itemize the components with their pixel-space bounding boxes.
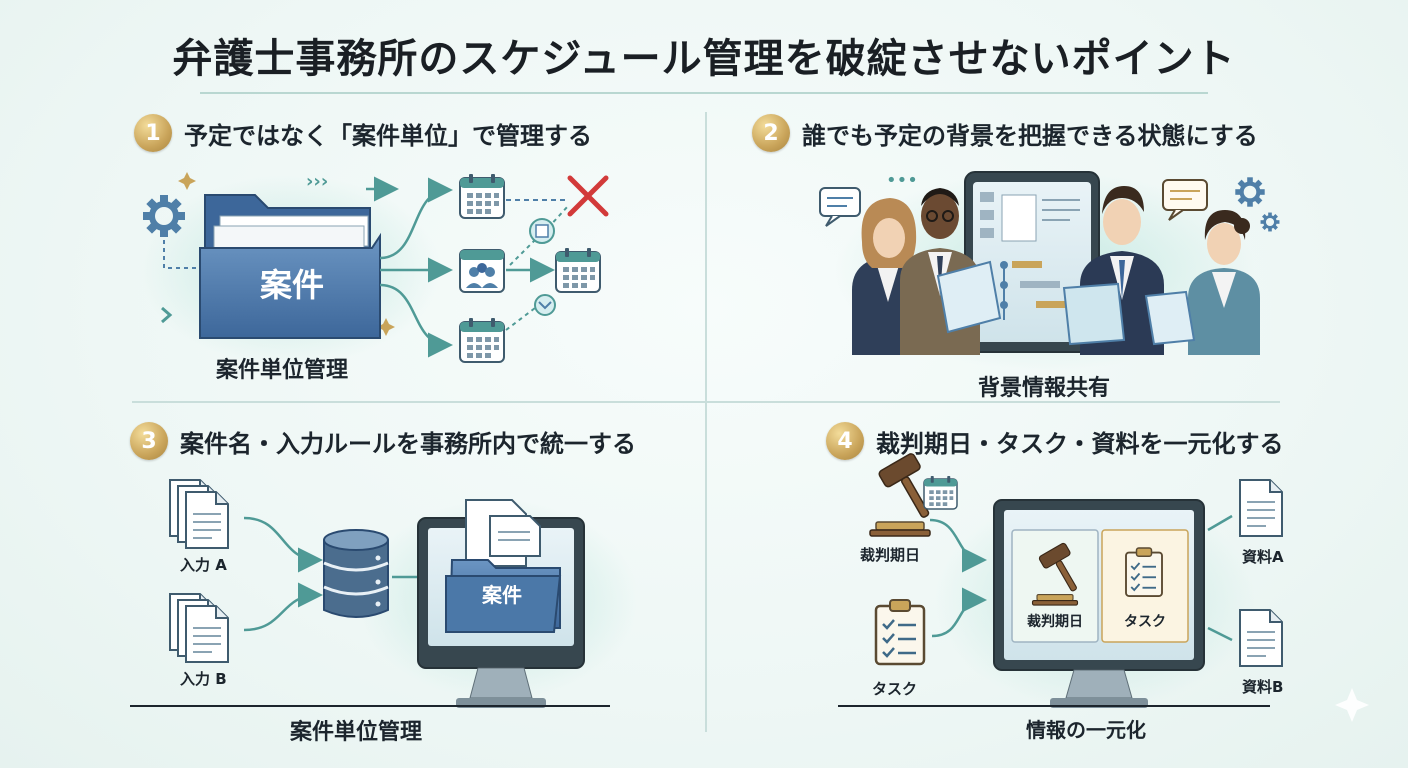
calendar-icon: [459, 317, 505, 363]
vertical-divider: [705, 112, 707, 732]
section-3-illustration: 案件: [130, 479, 638, 708]
section-4-heading: 4 裁判期日・タスク・資料を一元化する: [826, 422, 1284, 460]
section-3-heading: 3 案件名・入力ルールを事務所内で統一する: [130, 422, 636, 460]
gear-icon: [1259, 211, 1281, 233]
chat-bubble-icon: [819, 187, 861, 227]
section-1-number-badge: 1: [134, 114, 172, 152]
input-a-label: 入力 A: [180, 556, 227, 574]
panel-task-label: タスク: [1124, 614, 1166, 630]
section-2-number-badge: 2: [752, 114, 790, 152]
calendar-icon: [923, 475, 958, 510]
team-calendar-icon: [459, 249, 505, 293]
sparkle-icon: [178, 172, 196, 190]
section-1-heading-text: 予定ではなく「案件単位」で管理する: [184, 121, 592, 150]
page-title: 弁護士事務所のスケジュール管理を破綻させないポイント: [172, 35, 1236, 82]
section-1-illustration: ››› 案件: [140, 171, 609, 365]
document-a-label: 資料A: [1242, 548, 1284, 566]
section-2-heading-text: 誰でも予定の背景を把握できる状態にする: [802, 121, 1258, 150]
section-3-caption: 案件単位管理: [290, 720, 423, 745]
calendar-icon: [459, 173, 505, 219]
database-icon: [323, 529, 389, 618]
task-label: タスク: [872, 680, 918, 698]
central-monitor: [993, 499, 1205, 708]
section-2-caption: 背景情報共有: [978, 376, 1111, 401]
input-b-label: 入力 B: [180, 670, 227, 688]
chevron-right-icon: [161, 306, 173, 324]
section-3-heading-text: 案件名・入力ルールを事務所内で統一する: [180, 429, 636, 458]
section-4-caption: 情報の一元化: [1026, 718, 1146, 742]
cancel-x-icon: [567, 175, 609, 217]
chat-bubble-icon: [1162, 179, 1208, 221]
panel-hearing-label: 裁判期日: [1027, 613, 1083, 630]
section-4-illustration: 裁判期日 タスク: [838, 451, 1369, 722]
section-3-number-badge: 3: [130, 422, 168, 460]
section-2-illustration: •••: [819, 170, 1281, 370]
section-2-heading: 2 誰でも予定の背景を把握できる状態にする: [752, 114, 1258, 152]
monitor-folder-label: 案件: [481, 583, 522, 607]
input-a-docs: [169, 479, 229, 549]
title-divider: [200, 92, 1208, 94]
case-folder-icon: [199, 194, 381, 339]
document-icon: [1239, 479, 1283, 537]
section-4-heading-text: 裁判期日・タスク・資料を一元化する: [876, 429, 1284, 458]
document-icon: [1239, 609, 1283, 667]
section-4-number-badge: 4: [826, 422, 864, 460]
svg-text:›››: ›››: [306, 171, 328, 192]
horizontal-divider: [132, 401, 1280, 403]
document-b-label: 資料B: [1242, 678, 1284, 696]
svg-text:•••: •••: [886, 170, 918, 191]
hearing-date-label: 裁判期日: [860, 546, 921, 564]
gavel-icon: [869, 451, 931, 537]
gear-icon: [143, 195, 185, 237]
sparkle-icon: [1335, 688, 1369, 722]
calendar-icon: [555, 247, 601, 293]
woman-right-figure: [1188, 210, 1260, 355]
folder-label: 案件: [260, 266, 324, 304]
section-1-heading: 1 予定ではなく「案件単位」で管理する: [134, 114, 592, 152]
gear-icon: [1235, 177, 1264, 206]
input-b-docs: [169, 593, 229, 663]
section-1-caption: 案件単位管理: [216, 358, 349, 383]
clipboard-icon: [874, 598, 926, 666]
monitor-display: [417, 499, 585, 708]
